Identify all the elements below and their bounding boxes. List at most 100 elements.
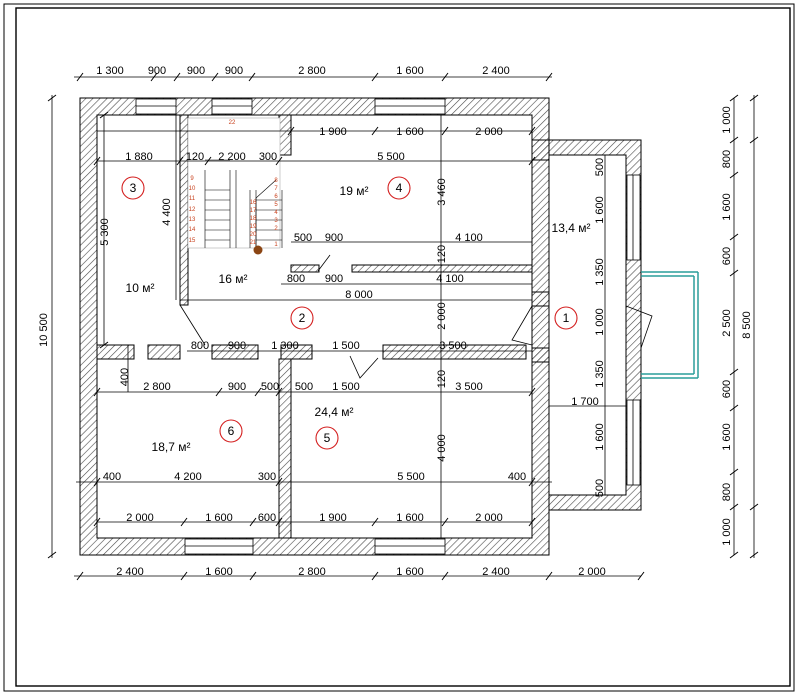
dim-top-inner: 1 900 bbox=[319, 126, 347, 138]
dim-wall-row: 1 500 bbox=[332, 340, 360, 352]
room-area: 13,4 м² bbox=[552, 221, 591, 235]
stair-step-number: 18 bbox=[250, 216, 257, 222]
dim-right-inner: 1 350 bbox=[594, 258, 606, 286]
balcony bbox=[641, 271, 699, 379]
stair-step-number: 1 bbox=[274, 242, 278, 248]
dim-right-outer: 1 600 bbox=[721, 193, 733, 221]
dim-bottom-outer: 2 800 bbox=[298, 566, 326, 578]
stair-step-number: 6 bbox=[274, 194, 278, 200]
room-number: 3 bbox=[130, 181, 137, 195]
dim-bottom-outer: 2 400 bbox=[116, 566, 144, 578]
dim-bottom-outer: 2 400 bbox=[482, 566, 510, 578]
dim-bottom-inner: 2 000 bbox=[475, 512, 503, 524]
dim-center-vertical: 3 460 bbox=[436, 178, 448, 206]
dim-bottom-row: 4 200 bbox=[174, 471, 202, 483]
dim-top-inner: 1 600 bbox=[396, 126, 424, 138]
dim-room-left-offset: 400 bbox=[119, 368, 131, 386]
dim-bottom-outer: 1 600 bbox=[205, 566, 233, 578]
interior-walls bbox=[96, 114, 550, 539]
dim-room-row: 500 bbox=[295, 381, 313, 393]
dim-center-vertical: 2 000 bbox=[436, 302, 448, 330]
inner-frame bbox=[15, 7, 791, 687]
dim-room-row: 1 500 bbox=[332, 381, 360, 393]
dim-wall-row: 3 500 bbox=[439, 340, 467, 352]
dim-right-outer: 800 bbox=[721, 483, 733, 501]
room-number: 5 bbox=[324, 431, 331, 445]
dim-center-vertical: 4 000 bbox=[436, 434, 448, 462]
dim-bottom-row: 5 500 bbox=[397, 471, 425, 483]
stair-step-number: 9 bbox=[190, 176, 194, 182]
dim-top-outer: 900 bbox=[225, 65, 243, 77]
dim-right-total: 8 500 bbox=[741, 311, 753, 339]
dim-center-vertical: 120 bbox=[436, 370, 448, 388]
dim-top-outer: 900 bbox=[187, 65, 205, 77]
dim-right-inner: 1 600 bbox=[594, 196, 606, 224]
exterior-walls bbox=[79, 97, 550, 556]
dim-row-stair: 120 bbox=[186, 151, 204, 163]
dim-top-outer: 1 300 bbox=[96, 65, 124, 77]
dim-stair-height: 4 400 bbox=[161, 198, 173, 226]
room-number: 1 bbox=[563, 311, 570, 325]
stair-step-number: 3 bbox=[274, 218, 278, 224]
stair-step-number: 10 bbox=[189, 186, 196, 192]
dim-room-row: 900 bbox=[228, 381, 246, 393]
windows bbox=[135, 98, 641, 555]
dim-room-row: 500 bbox=[261, 381, 279, 393]
dim-top-inner: 2 000 bbox=[475, 126, 503, 138]
dimension-labels: 1 300 900 900 900 2 800 1 600 2 400 1 900 1 600 2… bbox=[38, 65, 753, 578]
stair-step-number: 17 bbox=[250, 208, 257, 214]
room-number: 6 bbox=[228, 424, 235, 438]
dim-wall-row: 800 bbox=[191, 340, 209, 352]
dim-row-lower: 900 bbox=[325, 273, 343, 285]
stair-step-number: 14 bbox=[189, 227, 196, 233]
dim-right-inner: 1 000 bbox=[594, 308, 606, 336]
dim-left-overall: 10 500 bbox=[38, 313, 50, 347]
dim-left-room3: 5 300 bbox=[99, 218, 111, 246]
dim-wall-row: 1 300 bbox=[271, 340, 299, 352]
stair-step-number: 16 bbox=[250, 200, 257, 206]
dim-right-outer: 600 bbox=[721, 380, 733, 398]
stair-step-number: 12 bbox=[189, 207, 196, 213]
stair-step-number: 11 bbox=[189, 196, 196, 202]
room-marker-circle bbox=[387, 176, 411, 200]
stair-landing-marker bbox=[253, 245, 263, 255]
dim-top-outer: 1 600 bbox=[396, 65, 424, 77]
dim-center-vertical: 120 bbox=[436, 245, 448, 263]
stair-step-number: 13 bbox=[189, 217, 196, 223]
dim-wall-row: 900 bbox=[228, 340, 246, 352]
dim-bottom-row: 400 bbox=[508, 471, 526, 483]
room-area: 24,4 м² bbox=[315, 405, 354, 419]
dim-right-outer: 1 000 bbox=[721, 106, 733, 134]
dim-row-stair: 5 500 bbox=[377, 151, 405, 163]
dim-right-inner: 1 350 bbox=[594, 360, 606, 388]
room-number: 2 bbox=[299, 311, 306, 325]
dim-row-lower: 4 100 bbox=[436, 273, 464, 285]
room-marker-circle bbox=[121, 176, 145, 200]
dim-right-outer: 1 000 bbox=[721, 518, 733, 546]
stair-step-number: 21 bbox=[250, 240, 257, 246]
stair-step-number: 2 bbox=[274, 226, 278, 232]
dim-right-outer: 600 bbox=[721, 247, 733, 265]
dim-bottom-inner: 1 900 bbox=[319, 512, 347, 524]
dim-right-inner: 500 bbox=[594, 158, 606, 176]
dim-right-outer: 1 600 bbox=[721, 423, 733, 451]
dim-right-outer: 800 bbox=[721, 150, 733, 168]
room-marker-circle bbox=[554, 306, 578, 330]
dim-right-inner: 1 600 bbox=[594, 423, 606, 451]
stair-step-number: 7 bbox=[274, 186, 278, 192]
dim-bottom-row: 400 bbox=[103, 471, 121, 483]
room-marker-circle bbox=[290, 306, 314, 330]
room-area: 10 м² bbox=[126, 281, 155, 295]
stair-step-number: 4 bbox=[274, 210, 278, 216]
stair-step-number: 20 bbox=[250, 232, 257, 238]
dim-bottom-outer: 1 600 bbox=[396, 566, 424, 578]
dim-row-mid: 4 100 bbox=[455, 232, 483, 244]
dim-veranda-width: 1 700 bbox=[571, 396, 599, 408]
staircase bbox=[187, 117, 283, 249]
dim-row-lower: 800 bbox=[287, 273, 305, 285]
dim-row-mid: 500 bbox=[294, 232, 312, 244]
dim-bottom-inner: 2 000 bbox=[126, 512, 154, 524]
room-area: 18,7 м² bbox=[152, 440, 191, 454]
dim-bottom-inner: 1 600 bbox=[396, 512, 424, 524]
